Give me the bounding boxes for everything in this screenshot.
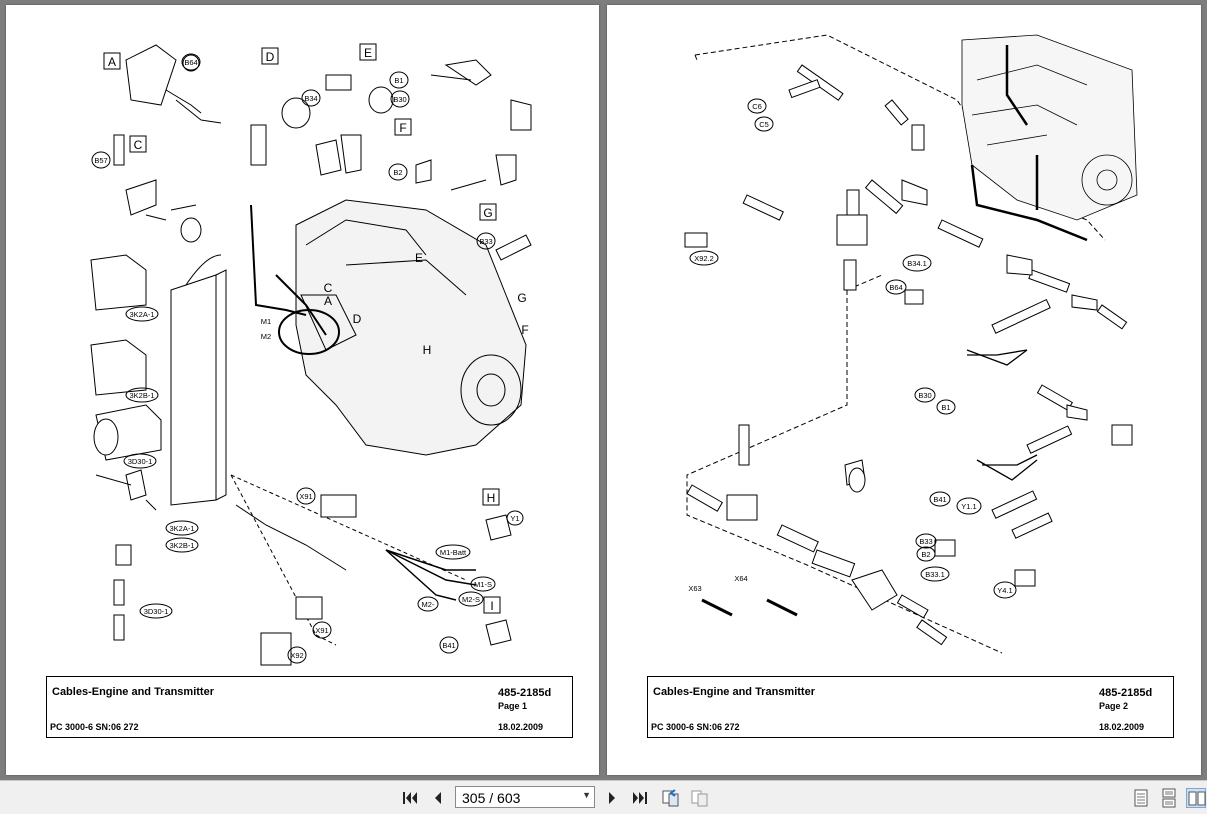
callout-b30: B30 xyxy=(918,391,931,400)
engine-label-a: A xyxy=(324,294,332,308)
page-1: A C D E F G H I C A D E H G F B64 B57 B3… xyxy=(6,5,599,775)
callout-c5: C5 xyxy=(759,120,769,129)
page-2: C6 C5 X92.2 B34.1 B64 B30 B1 B41 Y1.1 B3… xyxy=(607,5,1201,775)
callout-m1-batt: M1-Batt xyxy=(440,548,467,557)
callout-b41: B41 xyxy=(933,495,946,504)
callout-m2-minus: M2- xyxy=(422,600,435,609)
callout-b34: B34 xyxy=(304,94,317,103)
next-page-icon xyxy=(609,792,615,804)
callout-y1: Y1 xyxy=(510,514,519,523)
callout-b2: B2 xyxy=(393,168,402,177)
callout-b33: B33 xyxy=(479,237,492,246)
callout-m2: M2 xyxy=(261,332,271,341)
detail-label-g: G xyxy=(483,206,492,220)
machine-model: PC 3000-6 SN:06 272 xyxy=(50,722,139,732)
go-forward-icon xyxy=(691,790,708,807)
callout-x92-2: X92.2 xyxy=(694,254,714,263)
detail-label-i: I xyxy=(490,599,493,613)
engine-label-g: G xyxy=(517,291,526,305)
parts-diagram-page-2: C6 C5 X92.2 B34.1 B64 B30 B1 B41 Y1.1 B3… xyxy=(684,34,1138,654)
engine-label-c: C xyxy=(324,281,333,295)
previous-page-button[interactable] xyxy=(428,788,448,808)
callout-x91: X91 xyxy=(299,492,312,501)
callout-m2-s: M2-S xyxy=(462,595,480,604)
facing-pages-view-icon xyxy=(1188,791,1206,806)
callout-3d30-1-b: 3D30-1 xyxy=(144,607,169,616)
document-number: 485-2185d xyxy=(1099,687,1153,699)
page-label: Page 2 xyxy=(1099,701,1129,711)
callout-x91-b: X91 xyxy=(315,626,328,635)
callout-y1-1: Y1.1 xyxy=(961,502,976,511)
chevron-down-icon: ▼ xyxy=(582,790,591,800)
page-number-display: 305 / 603 xyxy=(462,790,521,806)
engine-label-d: D xyxy=(353,312,362,326)
detail-label-e: E xyxy=(364,46,372,60)
drawing-title: Cables-Engine and Transmitter xyxy=(653,686,815,698)
callout-m1: M1 xyxy=(261,317,271,326)
callout-b33: B33 xyxy=(919,537,932,546)
callout-b41: B41 xyxy=(442,641,455,650)
document-date: 18.02.2009 xyxy=(1099,722,1145,732)
next-page-button[interactable] xyxy=(602,788,622,808)
page-number-selector[interactable]: 305 / 603 ▼ xyxy=(455,786,595,808)
engine-label-e: E xyxy=(415,251,423,265)
callout-3k2b-1-b: 3K2B-1 xyxy=(169,541,194,550)
single-page-view-button[interactable] xyxy=(1131,788,1151,808)
go-forward-button[interactable] xyxy=(690,788,710,808)
callout-m1-s: M1-S xyxy=(474,580,492,589)
page-label: Page 1 xyxy=(498,701,528,711)
go-back-icon xyxy=(662,789,679,807)
title-block-page-1: Cables-Engine and Transmitter PC 3000-6 … xyxy=(46,676,573,738)
callout-b1: B1 xyxy=(941,403,950,412)
callout-b57: B57 xyxy=(94,156,107,165)
callout-b34-1: B34.1 xyxy=(907,259,927,268)
detail-label-c: C xyxy=(134,138,143,152)
last-page-button[interactable] xyxy=(630,788,650,808)
callout-b33-1: B33.1 xyxy=(925,570,945,579)
drawing-title: Cables-Engine and Transmitter xyxy=(52,686,214,698)
facing-pages-view-button[interactable] xyxy=(1186,788,1206,808)
navigation-toolbar: 305 / 603 ▼ xyxy=(0,780,1207,814)
title-block-page-2: Cables-Engine and Transmitter PC 3000-6 … xyxy=(647,676,1174,738)
callout-b64: B64 xyxy=(184,58,197,67)
continuous-view-icon xyxy=(1162,788,1176,808)
callout-x64: X64 xyxy=(734,574,747,583)
callout-c6: C6 xyxy=(752,102,762,111)
detail-label-a: A xyxy=(108,55,116,69)
machine-model: PC 3000-6 SN:06 272 xyxy=(651,722,740,732)
first-page-button[interactable] xyxy=(400,788,420,808)
callout-3k2a-1: 3K2A-1 xyxy=(129,310,154,319)
detail-label-f: F xyxy=(399,121,406,135)
previous-page-icon xyxy=(435,792,441,804)
document-viewer[interactable]: A C D E F G H I C A D E H G F B64 B57 B3… xyxy=(0,0,1207,780)
detail-label-h: H xyxy=(487,491,496,505)
document-number: 485-2185d xyxy=(498,687,552,699)
callout-b1: B1 xyxy=(394,76,403,85)
callout-3k2b-1: 3K2B-1 xyxy=(129,391,154,400)
callout-b64: B64 xyxy=(889,283,902,292)
last-page-icon xyxy=(633,792,647,804)
engine-label-h: H xyxy=(423,343,432,357)
continuous-view-button[interactable] xyxy=(1159,788,1179,808)
callout-x92: X92 xyxy=(290,651,303,660)
callout-3d30-1: 3D30-1 xyxy=(128,457,153,466)
callout-3k2a-1-b: 3K2A-1 xyxy=(169,524,194,533)
go-back-button[interactable] xyxy=(661,788,681,808)
detail-label-d: D xyxy=(266,50,275,64)
single-page-view-icon xyxy=(1134,789,1148,807)
callout-b2: B2 xyxy=(921,550,930,559)
callout-y4-1: Y4.1 xyxy=(997,586,1012,595)
engine-label-f: F xyxy=(521,323,528,337)
callout-x63: X63 xyxy=(688,584,701,593)
document-date: 18.02.2009 xyxy=(498,722,544,732)
callout-b30: B30 xyxy=(393,95,406,104)
first-page-icon xyxy=(403,792,417,804)
parts-diagram-page-1: A C D E F G H I C A D E H G F B64 B57 B3… xyxy=(90,43,532,666)
